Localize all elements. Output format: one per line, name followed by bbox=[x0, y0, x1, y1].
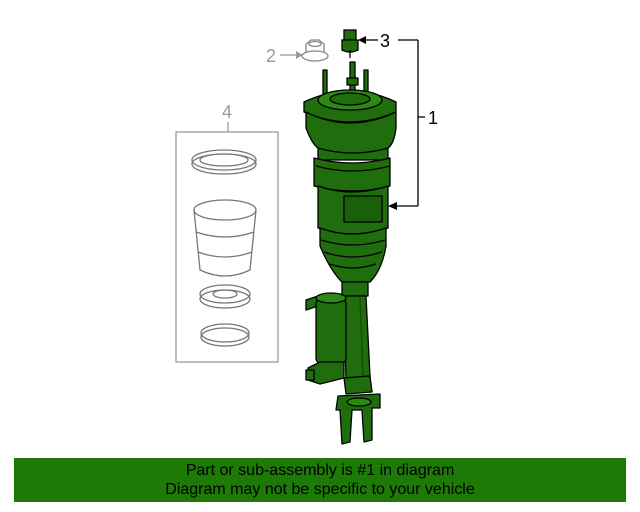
banner-line-2: Diagram may not be specific to your vehi… bbox=[165, 481, 475, 498]
kit-box bbox=[175, 131, 279, 363]
callout-3[interactable]: 3 bbox=[380, 31, 390, 51]
nut-icon bbox=[301, 39, 329, 62]
cap-group: 3 bbox=[341, 29, 390, 58]
parts-diagram: 4 2 bbox=[175, 29, 438, 445]
callout-2[interactable]: 2 bbox=[266, 46, 276, 66]
callout-1[interactable]: 1 bbox=[428, 108, 438, 128]
air-chamber-icon bbox=[305, 111, 397, 235]
air-strut-assembly[interactable] bbox=[303, 61, 397, 445]
bearing-icon bbox=[199, 284, 251, 309]
callout-1-bracket bbox=[397, 39, 425, 207]
info-banner: Part or sub-assembly is #1 in diagram Di… bbox=[14, 458, 626, 502]
kit-group: 4 bbox=[175, 102, 279, 363]
dust-ring-icon bbox=[191, 149, 257, 175]
lower-fork-icon bbox=[335, 375, 381, 445]
seal-ring-icon bbox=[200, 323, 250, 347]
top-mount-icon bbox=[303, 89, 397, 123]
label-plate bbox=[343, 195, 383, 223]
banner-line-1: Part or sub-assembly is #1 in diagram bbox=[185, 462, 455, 479]
damper-tube-icon bbox=[343, 295, 371, 379]
nut-group: 2 bbox=[266, 39, 329, 66]
callout-4[interactable]: 4 bbox=[222, 102, 232, 122]
bellows-icon bbox=[319, 227, 387, 297]
valve-block-icon bbox=[305, 292, 347, 385]
cap-icon bbox=[341, 29, 359, 58]
bump-stop-icon bbox=[193, 199, 257, 277]
